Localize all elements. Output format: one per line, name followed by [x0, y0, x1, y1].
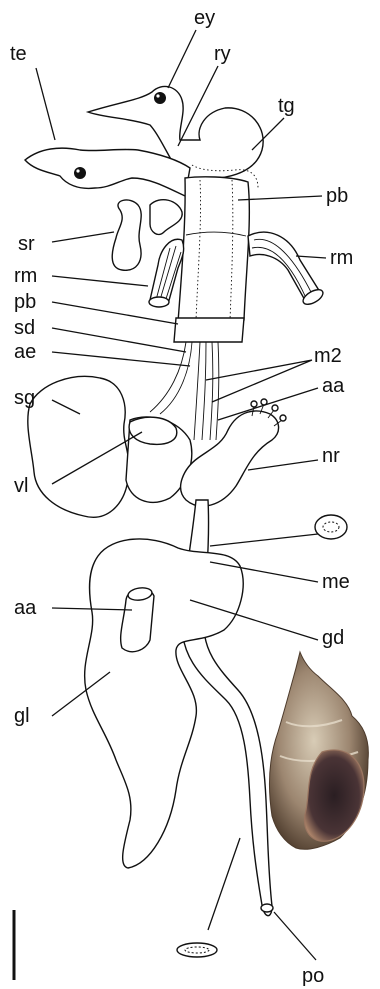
- label-sd: sd: [14, 317, 35, 339]
- label-ae: ae: [14, 341, 36, 363]
- label-m2: m2: [314, 345, 342, 367]
- retractor-muscle-right: [248, 232, 325, 307]
- label-vl: vl: [14, 475, 28, 497]
- cross-section-top: [315, 515, 347, 539]
- label-tg: tg: [278, 95, 295, 117]
- label-sr: sr: [18, 233, 35, 255]
- label-me: me: [322, 571, 350, 593]
- seminal-receptacle: [112, 200, 141, 270]
- label-gl: gl: [14, 705, 30, 727]
- digestive-gland: [85, 539, 244, 868]
- label-ey: ey: [194, 7, 215, 29]
- label-rm-left: rm: [14, 265, 37, 287]
- label-aa-top: aa: [322, 375, 345, 397]
- shell-image: [270, 652, 369, 849]
- label-po: po: [302, 965, 324, 987]
- label-te: te: [10, 43, 27, 65]
- right-eye: [154, 92, 166, 104]
- label-gd: gd: [322, 627, 344, 649]
- retractor-muscle-left: [149, 239, 184, 307]
- label-aa-bottom: aa: [14, 597, 37, 619]
- label-pb-mid: pb: [14, 291, 36, 313]
- left-tentacle: [25, 148, 190, 196]
- left-eye: [74, 167, 86, 179]
- salivary-gland: [28, 376, 129, 517]
- label-sg: sg: [14, 387, 35, 409]
- label-nr: nr: [322, 445, 340, 467]
- label-rm-right: rm: [330, 247, 353, 269]
- label-pb-top: pb: [326, 185, 348, 207]
- proboscis-base: [174, 318, 244, 342]
- cross-section-bottom: [177, 943, 217, 957]
- label-ry: ry: [214, 43, 231, 65]
- proboscis: [178, 177, 249, 322]
